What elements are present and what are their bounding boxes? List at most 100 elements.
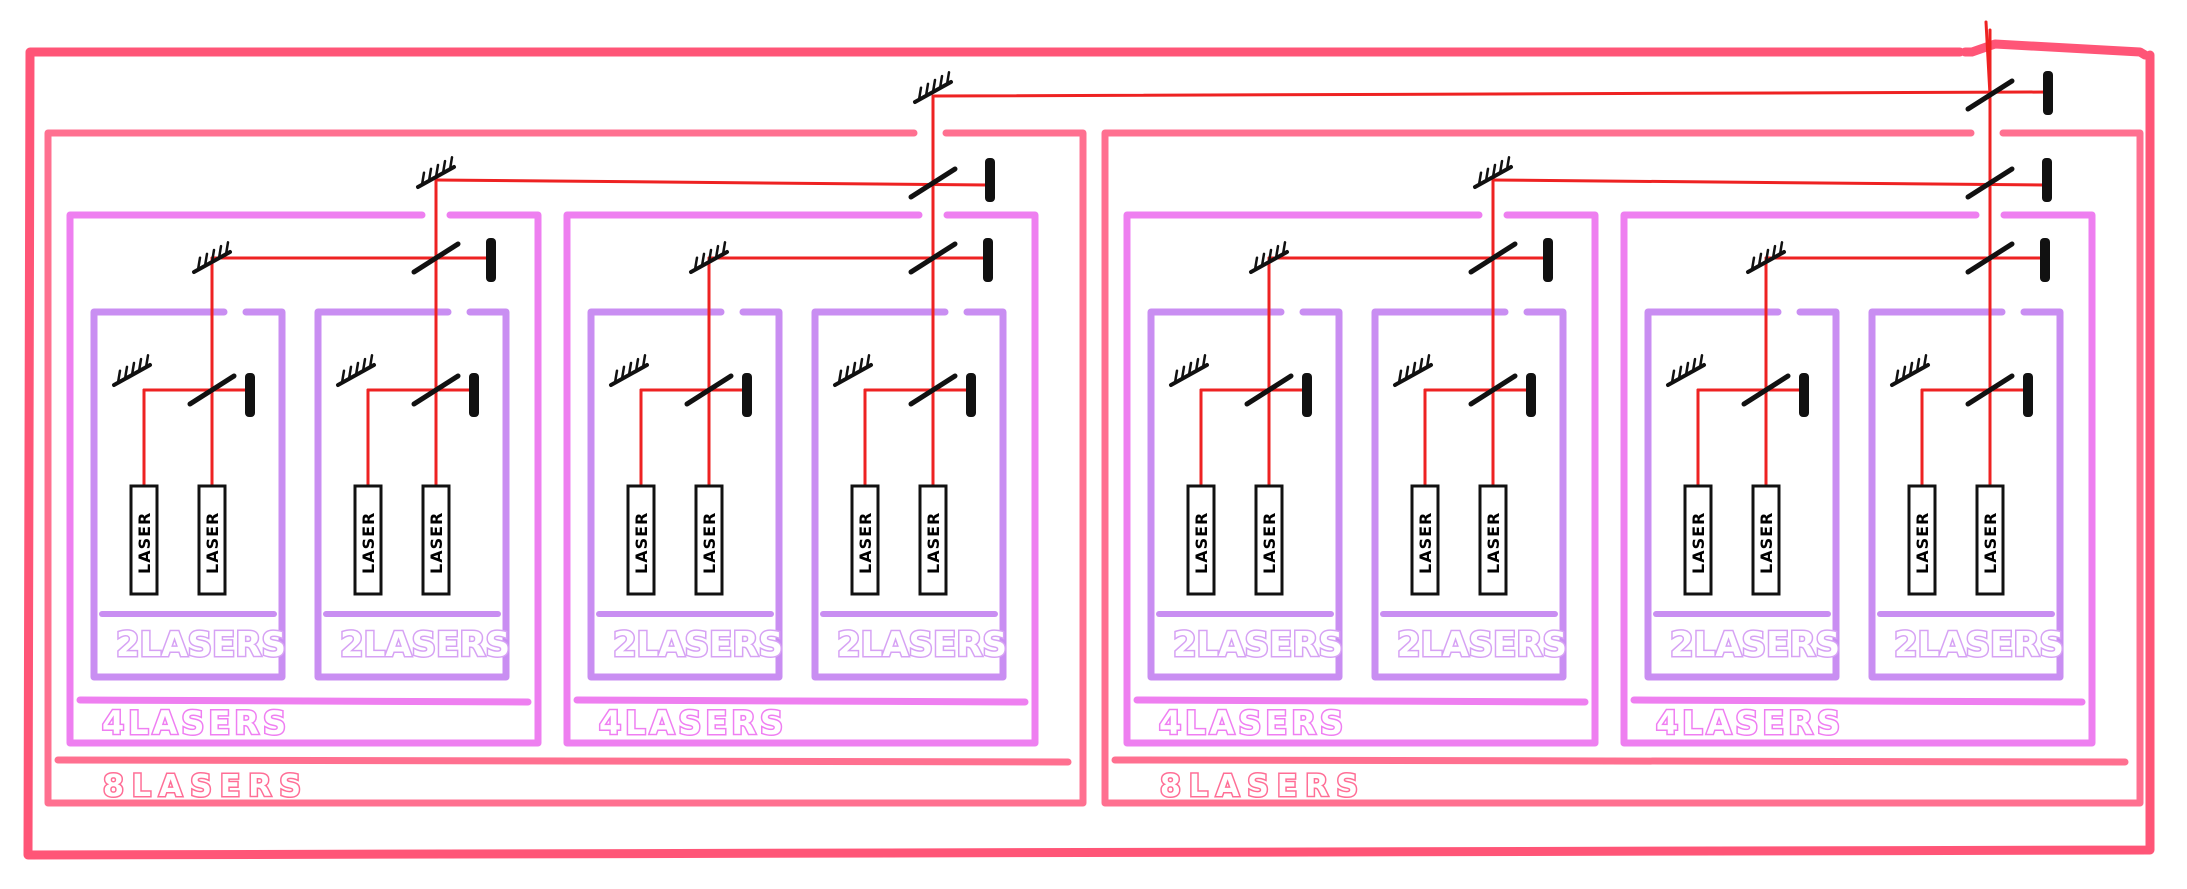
- mirror-hatch: [1491, 163, 1497, 179]
- laser-body: [1907, 484, 1937, 596]
- mirror: [1393, 354, 1433, 387]
- four-lasers-label: 4LASERS: [1656, 704, 1844, 742]
- mirror-hatch: [1260, 252, 1266, 268]
- mirror-hatch: [1505, 156, 1511, 171]
- two-laser-box: 2LASERS: [811, 256, 1009, 681]
- four-laser-box: 4LASERS: [1123, 178, 1599, 747]
- mirror-hatch: [1281, 241, 1287, 256]
- box-outline: [1620, 211, 2096, 747]
- mirror-hatch: [1404, 365, 1410, 381]
- mirror-hatch: [858, 357, 864, 373]
- four-laser-box: 4LASERS: [563, 178, 1039, 747]
- beam-splitter: [1244, 373, 1294, 407]
- mirror-hatch: [1484, 167, 1490, 183]
- laser-body: [129, 484, 159, 596]
- box-outline: [90, 308, 286, 681]
- beam-dump: [245, 373, 255, 417]
- eight-laser-divider: [1111, 756, 2129, 766]
- sixteen-laser-enclosure: [23, 20, 2155, 860]
- mirror-hatch: [217, 244, 223, 260]
- mirror: [1746, 241, 1786, 274]
- box-outline: [587, 308, 783, 681]
- laser-label: LASER: [203, 512, 222, 574]
- box-outline: [44, 129, 1087, 807]
- laser-b: LASER: [421, 484, 451, 596]
- laser-label: LASER: [1913, 512, 1932, 574]
- two-laser-box: 2LASERS: [90, 256, 288, 681]
- laser-label: LASER: [1260, 512, 1279, 574]
- mirror-hatch: [361, 357, 367, 373]
- beam-splitter: [1468, 241, 1518, 275]
- beam-splitter: [1468, 373, 1518, 407]
- laser-body: [850, 484, 880, 596]
- laser-a: LASER: [1186, 484, 1216, 596]
- mirror-hatch: [1267, 248, 1273, 264]
- mirror-hatch: [1677, 365, 1683, 381]
- mirror-hatch: [1498, 159, 1504, 175]
- beam-splitter: [908, 241, 958, 275]
- mirror-hatch: [354, 361, 360, 377]
- laser-a: LASER: [850, 484, 880, 596]
- laser-body: [421, 484, 451, 596]
- mirror-hatch: [837, 369, 843, 384]
- four-lasers-label: 4LASERS: [599, 704, 787, 742]
- two-laser-box: 2LASERS: [314, 256, 512, 681]
- two-laser-box: 2LASERS: [587, 256, 785, 681]
- enclosure-top-right: [1960, 39, 2150, 60]
- beam-splitter: [411, 241, 461, 275]
- mirror-hatch: [1750, 256, 1756, 271]
- laser-body: [1683, 484, 1713, 596]
- mirror-hatch: [938, 74, 944, 90]
- box-outline: [66, 211, 542, 747]
- beam-splitter: [1965, 373, 2015, 407]
- mirror-hatch: [144, 354, 150, 369]
- mirror-hatch: [1691, 357, 1697, 373]
- box-outline: [1644, 308, 1840, 681]
- laser-label: LASER: [359, 512, 378, 574]
- beam-dump: [1799, 373, 1809, 417]
- laser-label: LASER: [1981, 512, 2000, 574]
- mirror-hatch: [1915, 357, 1921, 373]
- beam-dump: [2023, 373, 2033, 417]
- mirror: [609, 354, 649, 387]
- laser-body: [694, 484, 724, 596]
- mirror-hatch: [627, 361, 633, 377]
- beam-splitter: [1741, 373, 1791, 407]
- beam: [434, 178, 990, 187]
- mirror-hatch: [917, 86, 923, 101]
- four-laser-divider: [1630, 696, 2086, 706]
- laser-label: LASER: [1689, 512, 1708, 574]
- mirror-hatch: [1894, 369, 1900, 384]
- mirror-hatch: [1253, 256, 1259, 271]
- mirror-hatch: [707, 248, 713, 264]
- mirror-hatch: [116, 369, 122, 384]
- two-laser-box: 2LASERS: [1147, 256, 1345, 681]
- eight-laser-divider: [54, 756, 1072, 766]
- laser-label: LASER: [1484, 512, 1503, 574]
- mirror-hatch: [1771, 244, 1777, 260]
- mirror-hatch: [1908, 361, 1914, 377]
- beam-splitter: [1965, 166, 2015, 200]
- mirror-hatch: [693, 256, 699, 271]
- mirror: [1249, 241, 1289, 274]
- mirror-hatch: [1757, 252, 1763, 268]
- mirror-hatch: [368, 354, 374, 369]
- beam-dump: [1543, 238, 1553, 282]
- box-outline: [563, 211, 1039, 747]
- two-laser-box: 2LASERS: [1371, 256, 1569, 681]
- laser-a: LASER: [626, 484, 656, 596]
- mirror-hatch: [1670, 369, 1676, 384]
- laser-a: LASER: [353, 484, 383, 596]
- mirror-hatch: [1922, 354, 1928, 369]
- two-lasers-label: 2LASERS: [1670, 625, 1840, 665]
- mirror-hatch: [123, 365, 129, 381]
- laser-body: [197, 484, 227, 596]
- laser-label: LASER: [700, 512, 719, 574]
- mirror-hatch: [224, 241, 230, 256]
- eight-lasers-label: 8LASERS: [103, 769, 309, 804]
- mirror: [1169, 354, 1209, 387]
- mirror-hatch: [1194, 357, 1200, 373]
- box-outline: [1868, 308, 2064, 681]
- laser-b: LASER: [1751, 484, 1781, 596]
- mirror-hatch: [196, 256, 202, 271]
